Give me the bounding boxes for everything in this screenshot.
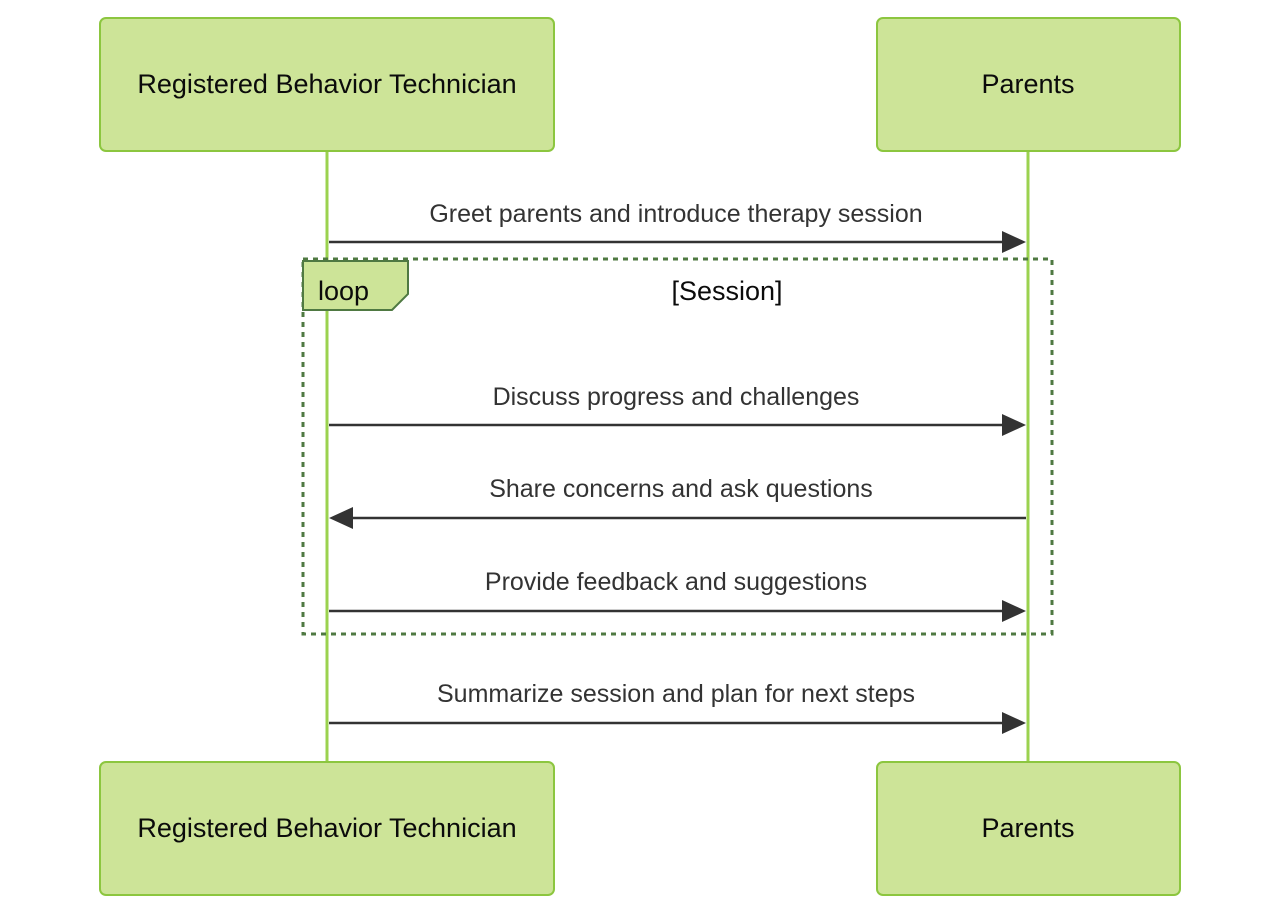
message-label-4: Summarize session and plan for next step… — [437, 680, 915, 708]
participant-box-parents-bottom[interactable] — [876, 761, 1181, 896]
message-arrowhead-2 — [329, 507, 353, 529]
message-label-0: Greet parents and introduce therapy sess… — [429, 200, 922, 228]
message-arrowhead-4 — [1002, 712, 1026, 734]
loop-fragment-frame — [301, 257, 1054, 636]
participant-box-parents-top[interactable] — [876, 17, 1181, 152]
participant-label-rbt-bottom: Registered Behavior Technician — [137, 813, 516, 843]
loop-keyword-tab — [302, 260, 409, 311]
message-label-1: Discuss progress and challenges — [493, 383, 860, 411]
message-label-2: Share concerns and ask questions — [489, 475, 873, 503]
participant-box-rbt-top[interactable] — [99, 17, 555, 152]
participant-box-rbt-bottom[interactable] — [99, 761, 555, 896]
participant-label-parents-bottom: Parents — [981, 813, 1074, 843]
loop-condition-label: [Session] — [671, 276, 782, 306]
participant-label-rbt-top: Registered Behavior Technician — [137, 69, 516, 99]
message-label-3: Provide feedback and suggestions — [485, 568, 867, 596]
participant-label-parents-top: Parents — [981, 69, 1074, 99]
message-arrowhead-3 — [1002, 600, 1026, 622]
message-arrowhead-0 — [1002, 231, 1026, 253]
message-arrowhead-1 — [1002, 414, 1026, 436]
loop-keyword-label: loop — [318, 276, 369, 306]
